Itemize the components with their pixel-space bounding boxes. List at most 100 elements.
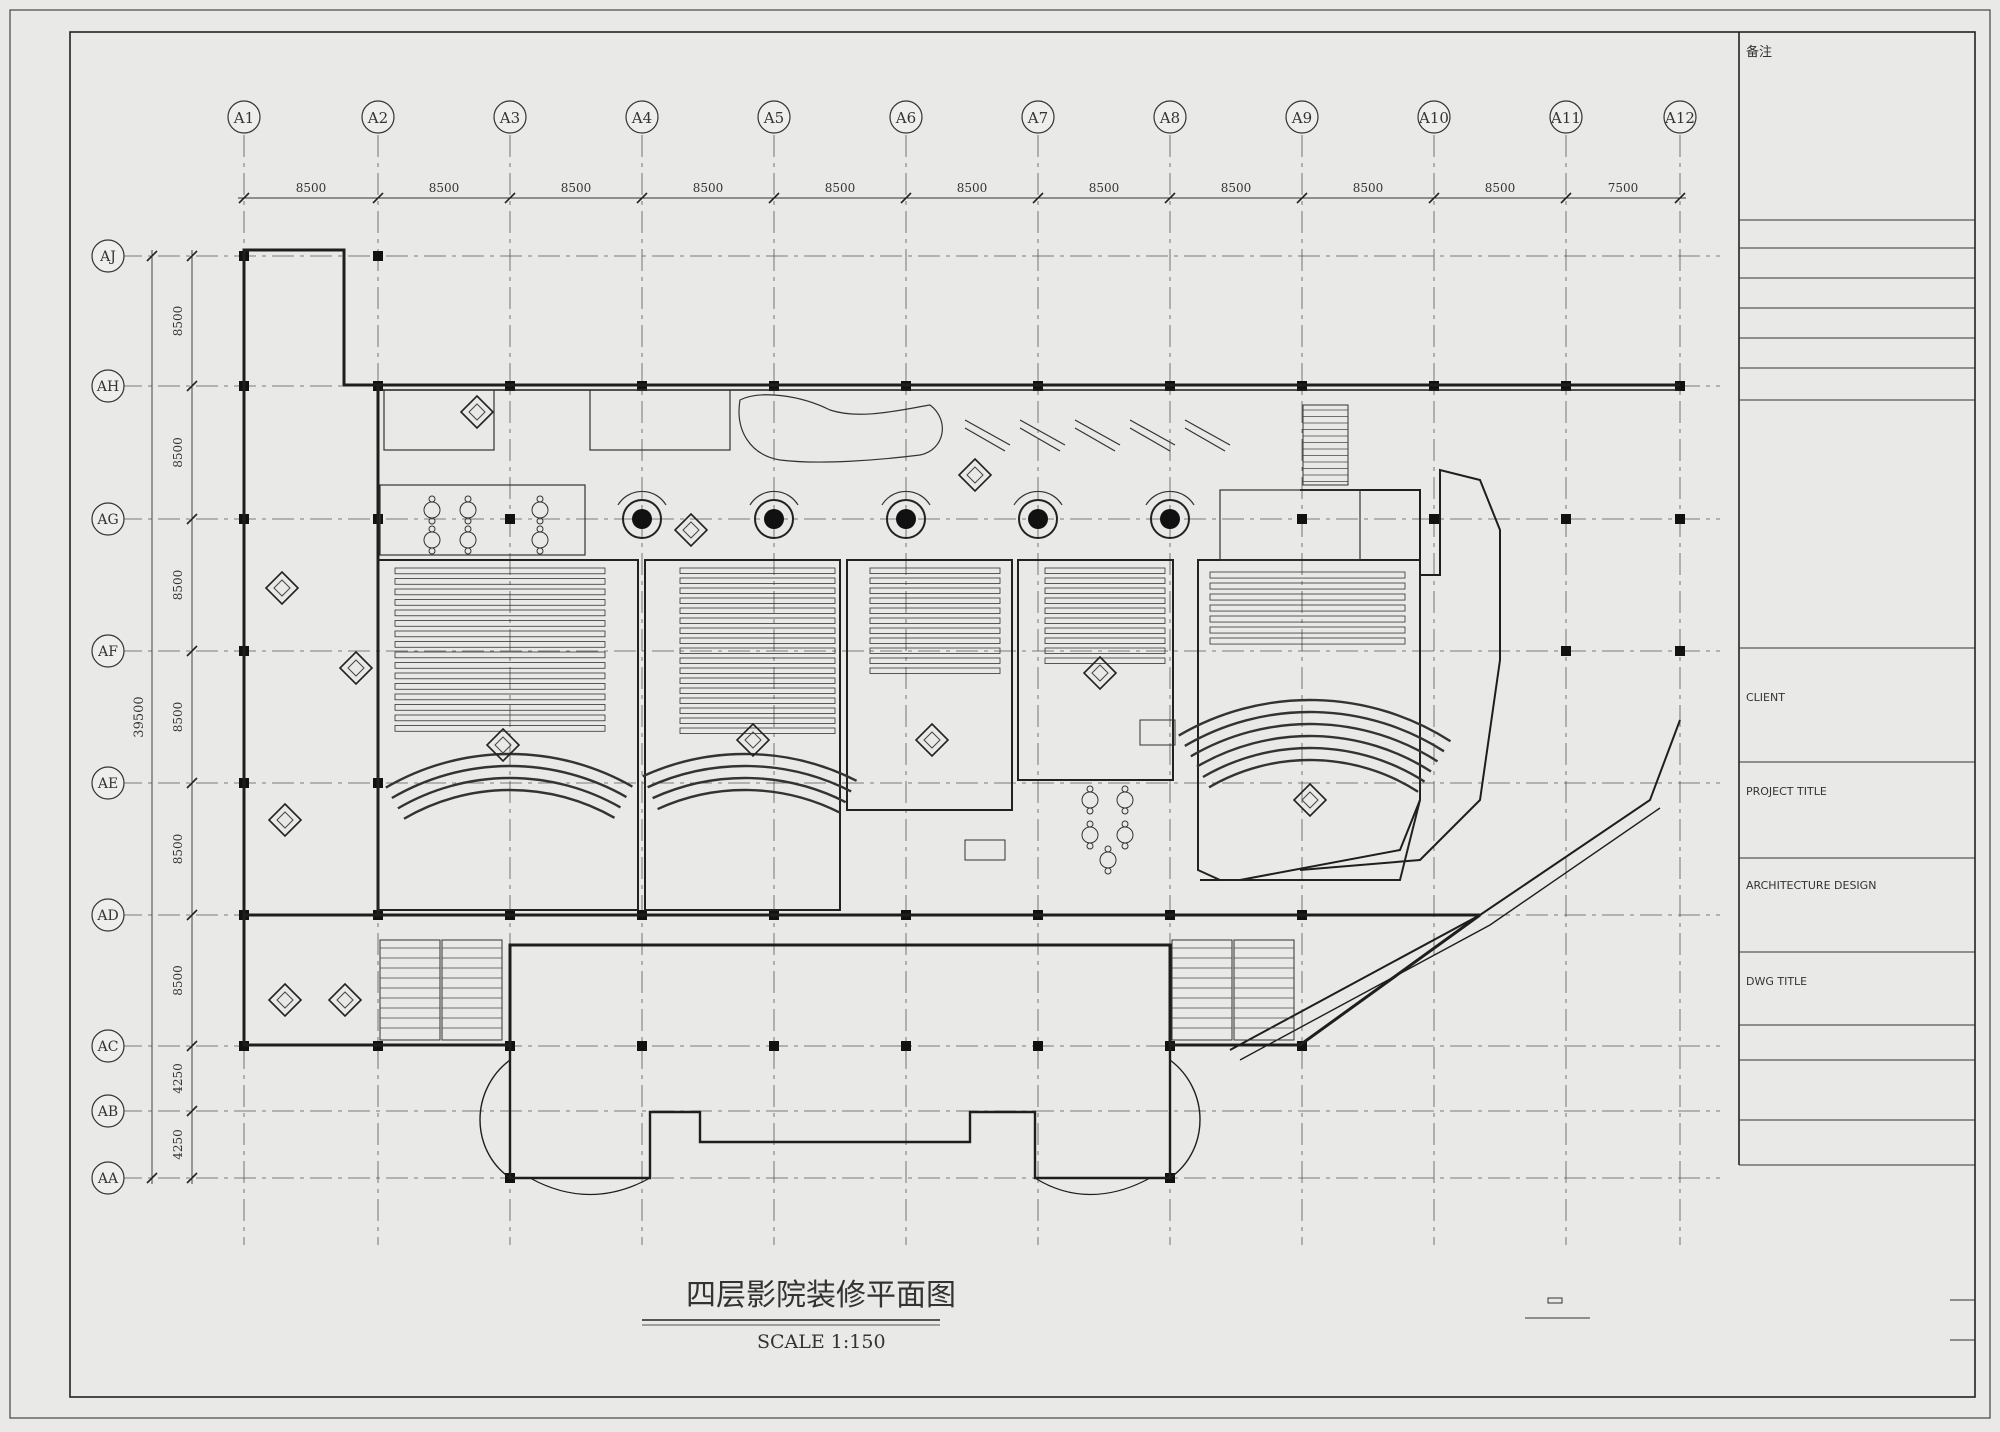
lobby-column-core [1160,509,1180,529]
cafe-chair [1121,820,1129,828]
curved-row-hall-2 [647,764,852,793]
seat-row-hall-1 [394,630,606,638]
dim-label-col: 8500 [957,181,988,195]
seat-row-hall-4 [1044,597,1166,604]
seat-row-hall-4 [1044,637,1166,644]
grid-label-row: AF [97,644,118,660]
seat-row-hall-4 [1044,577,1166,584]
curved-row-hall-5 [1196,734,1432,773]
dim-tick-left [186,645,198,657]
seat-row-hall-5 [1209,593,1406,601]
seat-row-hall-2 [679,587,836,594]
dim-label-col: 7500 [1608,181,1639,195]
grid-label-col: A11 [1550,109,1581,127]
lobby-column-ring [1150,499,1190,539]
grid-bubble-row [91,1029,125,1063]
dim-label-col: 8500 [1089,181,1120,195]
structural-column [1429,514,1439,524]
grid-bubble-col [1285,100,1319,134]
dim-tick-overall [146,250,158,262]
ceiling-fixture [327,982,363,1018]
grid-bubble-row [91,634,125,668]
dim-label-col: 8500 [693,181,724,195]
seat-row-hall-4 [1044,587,1166,594]
dim-label-row: 8500 [171,570,185,601]
structural-column [769,1041,779,1051]
lobby-column-ring [754,499,794,539]
ceiling-fixture-inner [494,736,512,754]
drawing-scale: SCALE 1:150 [757,1331,886,1353]
ceiling-fixture [485,727,521,763]
dim-tick-left [186,909,198,921]
ceiling-fixture-inner [273,579,291,597]
cafe-chair [1086,785,1094,793]
seat-row-hall-1 [394,567,606,575]
cafe-chair [428,517,436,525]
lobby-column-ring [622,499,662,539]
ceiling-fixture [459,394,495,430]
dim-label-row: 8500 [171,834,185,865]
ceiling-fixture-inner [682,521,700,539]
cafe-chair [536,517,544,525]
seat-row-hall-2 [679,657,836,664]
seat-row-hall-3 [869,627,1001,634]
curved-row-hall-5 [1178,698,1452,743]
outer-frame [9,9,1991,1419]
lobby-columns [617,490,1195,539]
stair-treads [380,409,1348,1029]
dim-label-col: 8500 [429,181,460,195]
dim-label-col: 8500 [1485,181,1516,195]
grid-label-col: A1 [233,109,254,127]
seat-row-hall-5 [1209,582,1406,590]
dim-tick-top [900,192,912,204]
ceiling-fixture [267,802,303,838]
grid-bubble-row [91,1161,125,1195]
cafe-chair [464,525,472,533]
seat-row-hall-2 [679,617,836,624]
title-block: 备注 CLIENT PROJECT TITLE ARCHITECTURE DES… [1738,32,1975,1341]
seat-row-hall-5 [1209,615,1406,623]
dim-tick-left [186,250,198,262]
dim-label-row: 8500 [171,437,185,468]
dim-tick-left [186,1105,198,1117]
ceiling-fixture [673,512,709,548]
ceiling-fixture [338,650,374,686]
legend-mark [1525,1297,1590,1319]
lobby-column-ring [886,499,926,539]
grid-bubble-col [493,100,527,134]
curved-row-hall-2 [652,776,847,804]
grid-bubble-col [889,100,923,134]
project-title-label: PROJECT TITLE [1746,785,1827,798]
architecture-design-label: ARCHITECTURE DESIGN [1746,879,1876,892]
dim-label-col: 8500 [561,181,592,195]
seat-row-hall-5 [1209,637,1406,645]
seat-row-hall-1 [394,578,606,585]
grid-label-row: AD [96,908,118,924]
ceiling-fixture-inner [336,991,354,1009]
lobby-furniture [379,389,1361,561]
grid-label-col: A3 [499,109,520,127]
lobby-seat-arc [1145,490,1195,506]
cafe-chair [464,547,472,555]
dim-label-row: 8500 [171,965,185,996]
lobby-seat-arc [881,490,931,506]
ceiling-fixture-inner [966,466,984,484]
cafe-chair [536,547,544,555]
dim-tick-left [186,777,198,789]
dimension-lines: 8500 8500 8500 8500 8500 8500 8500 8500 8500 8500… [132,181,1686,1184]
dim-tick-top [372,192,384,204]
dim-tick-top [238,192,250,204]
seat-row-hall-4 [1044,567,1166,574]
curved-row-hall-1 [391,764,628,800]
seat-row-hall-1 [394,620,606,627]
grid-label-col: A6 [895,109,916,127]
seat-row-hall-2 [679,637,836,644]
ceiling-fixture [1292,782,1328,818]
seat-row-hall-2 [679,597,836,604]
dim-tick-top [1164,192,1176,204]
cafe-chair [1104,867,1112,875]
grid-label-col: A5 [763,109,784,127]
seat-row-hall-3 [869,667,1001,674]
cafe-chair [428,495,436,503]
